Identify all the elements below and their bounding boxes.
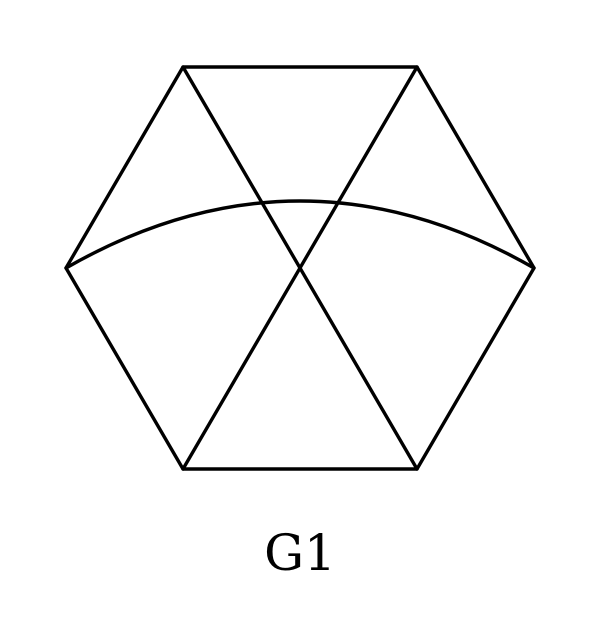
arc-left-to-right (64, 199, 536, 270)
figure-caption: G1 (264, 524, 336, 582)
diagonal-top-right-to-bottom-left (181, 65, 419, 471)
